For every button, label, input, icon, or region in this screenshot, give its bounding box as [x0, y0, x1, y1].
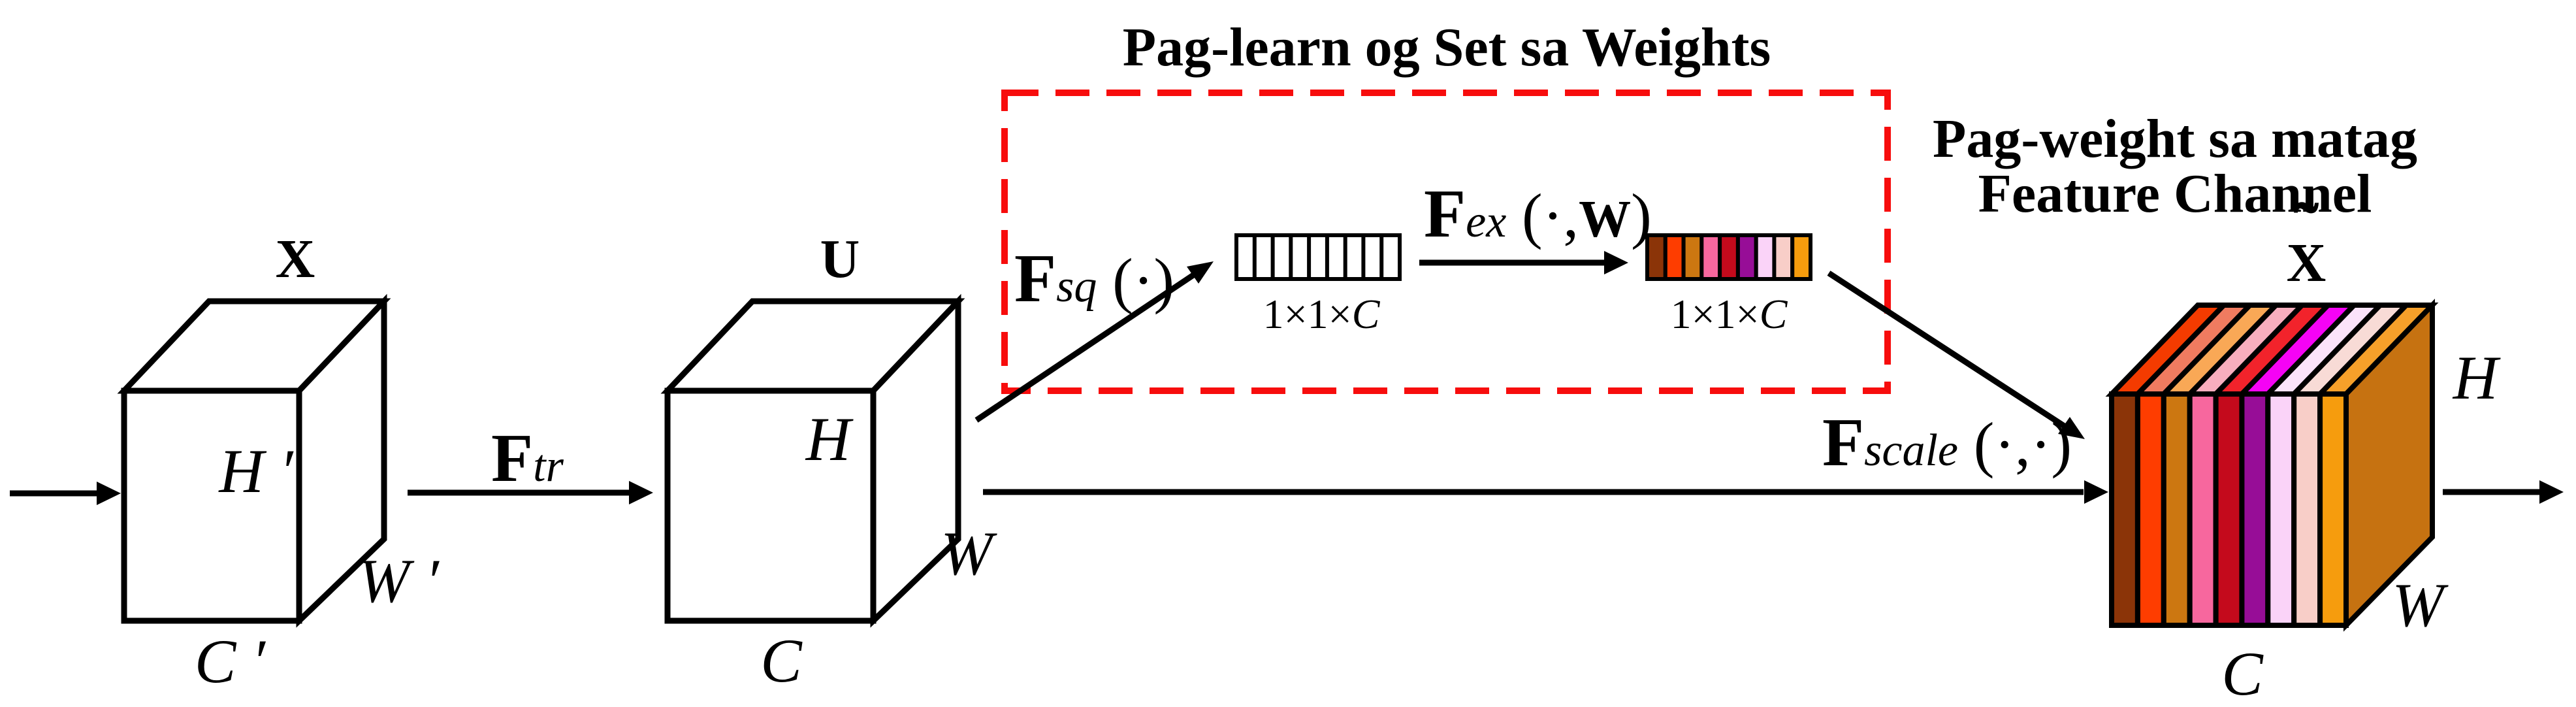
- input-tensor-label: X: [276, 229, 315, 289]
- output-tensor-cube: [2105, 299, 2439, 632]
- fsq-label: Fsq (·): [1014, 240, 1174, 316]
- weight-vector-dims: 1×1×C: [1671, 291, 1788, 337]
- ftr-label: Ftr: [491, 419, 564, 496]
- squeeze-vector: [1234, 233, 1402, 281]
- output-tensor-label: X: [2287, 233, 2326, 293]
- box-title: Pag-learn og Set sa Weights: [1123, 17, 1771, 78]
- feature-cube-front-face: [664, 387, 877, 624]
- input-dim-w: W ′: [358, 546, 440, 616]
- input-arrow: [10, 482, 121, 505]
- output-dim-c: C: [2221, 639, 2264, 707]
- input-cube-front-face: [121, 387, 302, 624]
- input-dim-h: H ′: [217, 436, 293, 506]
- excitation-arrow: [1419, 251, 1628, 274]
- ftr-arrow: [408, 481, 653, 504]
- weights-to-output-arrow: [1827, 271, 2085, 439]
- weights-dashed-box: [1001, 90, 1891, 394]
- fscale-label: Fscale (·,·): [1822, 404, 2072, 480]
- feature-tensor-cube: [660, 293, 965, 628]
- output-dim-h: H: [2452, 343, 2501, 412]
- squeeze-vector-dims: 1×1×C: [1263, 291, 1381, 337]
- squeeze-arrow: [974, 261, 1214, 423]
- feature-dim-w: W: [941, 519, 997, 588]
- feature-tensor-label: U: [820, 229, 860, 289]
- input-tensor-cube: [117, 293, 391, 628]
- output-title-line1: Pag-weight sa matag: [1933, 108, 2417, 169]
- output-dim-w: W: [2392, 570, 2449, 640]
- input-dim-c: C ′: [195, 627, 266, 696]
- fex-label: Fex (·,W): [1424, 175, 1652, 252]
- feature-dim-c: C: [760, 626, 803, 695]
- feature-dim-h: H: [805, 404, 854, 474]
- weight-vector: [1645, 233, 1812, 281]
- output-title-line2: Feature Channel: [1978, 163, 2372, 224]
- scale-arrow: [983, 480, 2108, 504]
- output-tensor-tilde: ˜: [2294, 188, 2319, 271]
- output-arrow: [2443, 480, 2564, 504]
